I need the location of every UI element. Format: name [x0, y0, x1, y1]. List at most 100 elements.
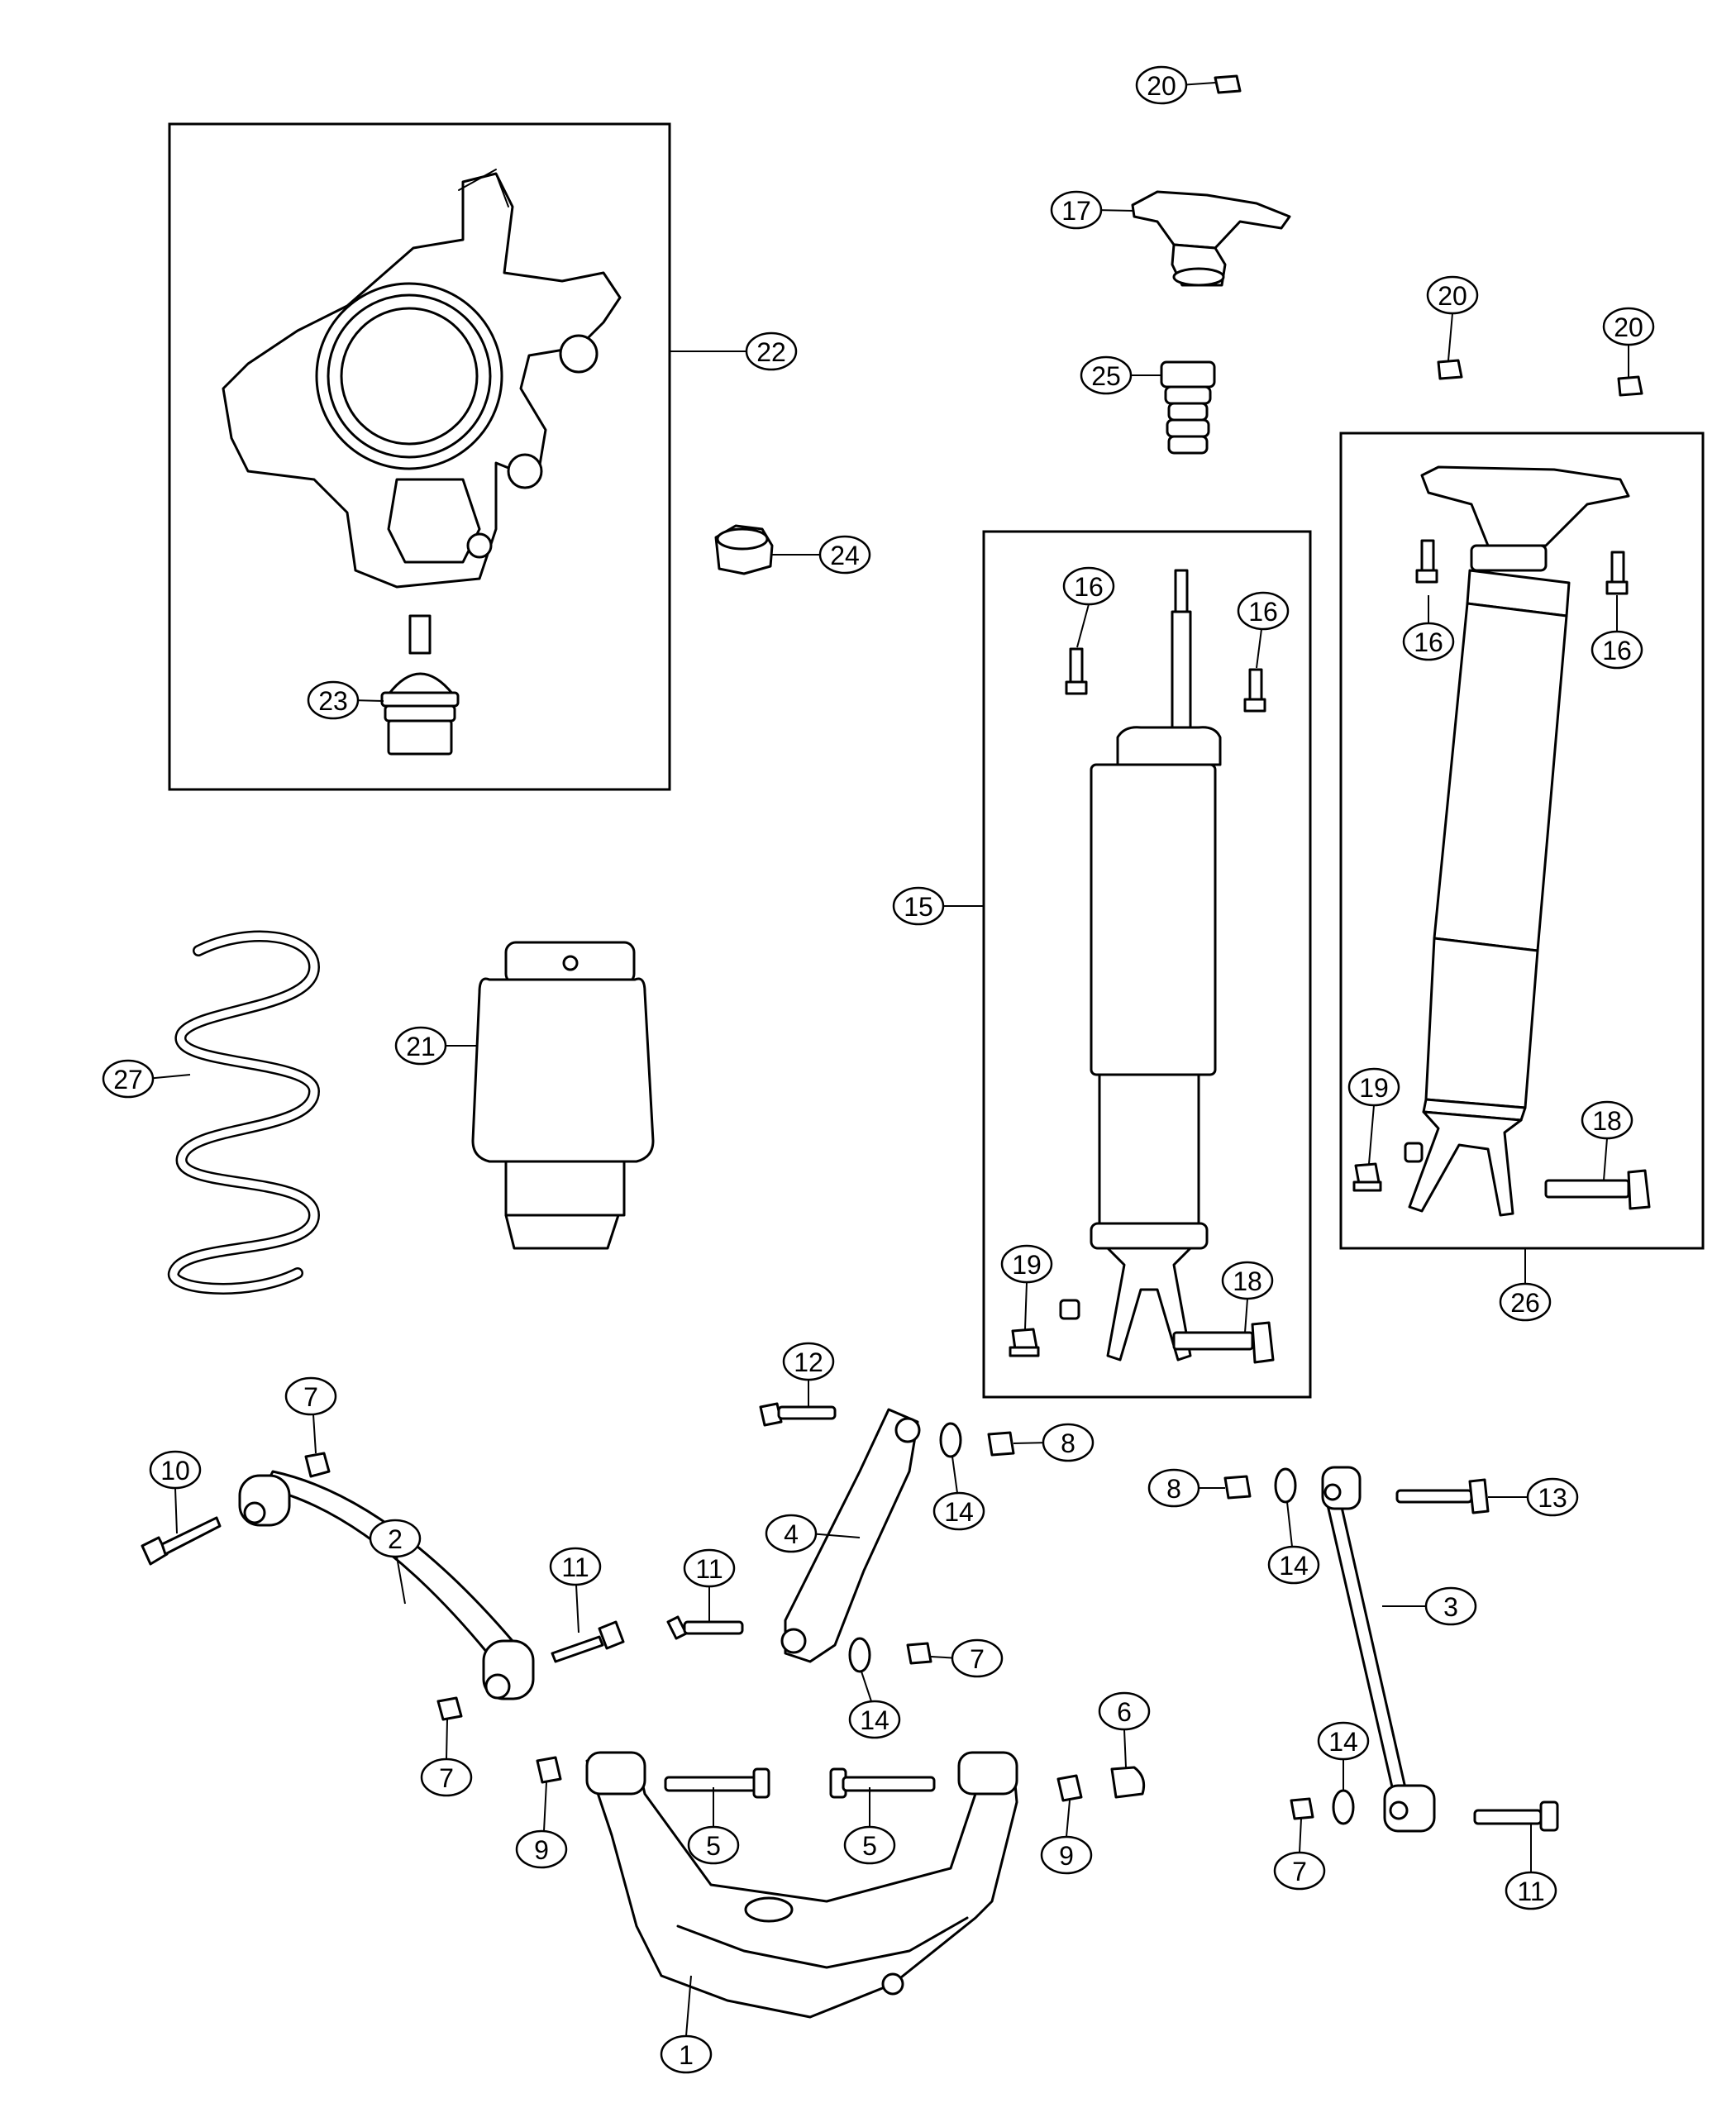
coil-spring — [168, 930, 321, 1295]
callout-c11a: 11 — [549, 1547, 602, 1633]
callout-circle — [1273, 1851, 1326, 1891]
callout-number: 16 — [1602, 636, 1632, 665]
nut-small-c — [1617, 375, 1643, 397]
washer-14-d — [1332, 1789, 1355, 1825]
callout-circle — [1050, 190, 1103, 230]
callout-number: 18 — [1592, 1106, 1622, 1136]
air-shock — [1404, 465, 1630, 1217]
callout-c9a: 9 — [515, 1781, 568, 1869]
callout-c19b: 19 — [1347, 1067, 1400, 1165]
shock-group-frame — [982, 530, 1312, 1399]
callout-circle — [369, 1519, 422, 1558]
callout-circle — [782, 1342, 835, 1381]
callout-number: 25 — [1091, 361, 1121, 391]
callout-number: 27 — [113, 1065, 143, 1095]
callout-leader-line — [1286, 1501, 1293, 1548]
callout-c13: 13 — [1488, 1477, 1579, 1517]
callout-number: 19 — [1359, 1073, 1389, 1103]
callout-c6: 6 — [1098, 1691, 1151, 1768]
callout-number: 16 — [1248, 597, 1278, 627]
callout-number: 9 — [1059, 1841, 1074, 1871]
nut-7-b — [436, 1696, 463, 1721]
callout-number: 7 — [1292, 1857, 1307, 1886]
callout-c7a: 7 — [284, 1376, 337, 1454]
callout-c22: 22 — [670, 331, 798, 371]
callout-number: 17 — [1061, 196, 1091, 226]
cap-6 — [1110, 1766, 1146, 1799]
callout-number: 20 — [1614, 312, 1643, 342]
knuckle — [222, 169, 622, 589]
callout-c7d: 7 — [1273, 1818, 1326, 1891]
callout-number: 14 — [1279, 1551, 1309, 1581]
callout-number: 8 — [1166, 1474, 1181, 1504]
bolt-11-a — [551, 1620, 625, 1663]
callout-circle — [549, 1547, 602, 1586]
callout-c14b: 14 — [848, 1671, 901, 1739]
callout-number: 4 — [784, 1519, 799, 1549]
nut-7-a — [304, 1452, 331, 1478]
nut-small-a — [1214, 74, 1242, 94]
callout-number: 14 — [944, 1497, 974, 1527]
callout-circle — [1098, 1691, 1151, 1731]
callout-number: 6 — [1117, 1697, 1132, 1727]
upper-mount — [1131, 190, 1291, 287]
callout-leader-line — [1368, 1104, 1375, 1165]
callout-circle — [1135, 65, 1188, 105]
callout-c19a: 19 — [1000, 1244, 1053, 1330]
callout-leader-line — [312, 1414, 317, 1454]
callout-c7c: 7 — [930, 1638, 1004, 1678]
callout-circle — [394, 1026, 447, 1066]
callout-number: 19 — [1012, 1250, 1042, 1280]
callout-number: 11 — [1517, 1877, 1544, 1906]
callout-leader-line — [808, 1533, 861, 1538]
flange-nut-a — [1009, 1328, 1040, 1357]
callout-circle — [1526, 1477, 1579, 1517]
callout-circle — [660, 2034, 713, 2074]
washer-14-b — [848, 1637, 871, 1673]
callout-leader-line — [951, 1456, 958, 1494]
callout-number: 5 — [862, 1831, 877, 1861]
callout-leader-line — [1123, 1729, 1127, 1768]
washer-14-a — [939, 1422, 962, 1458]
callout-circle — [307, 680, 360, 720]
jounce-bumper — [1160, 360, 1216, 455]
callout-number: 10 — [160, 1456, 190, 1486]
callout-c4: 4 — [765, 1514, 861, 1553]
bolt-small-c — [1415, 539, 1438, 584]
callout-circle — [149, 1450, 202, 1490]
callout-number: 13 — [1538, 1483, 1567, 1513]
callout-number: 16 — [1074, 572, 1104, 602]
bolt-small-d — [1605, 551, 1629, 595]
bolt-long-b — [1544, 1169, 1651, 1210]
callout-circle — [1591, 630, 1643, 670]
callout-circle — [1267, 1545, 1320, 1585]
callout-c17: 17 — [1050, 190, 1135, 230]
callout-c20a: 20 — [1135, 65, 1216, 105]
callout-c20b: 20 — [1426, 275, 1479, 361]
callout-circle — [1062, 566, 1115, 606]
bolt-small-a — [1065, 647, 1088, 695]
callout-c15: 15 — [892, 886, 984, 926]
callout-circle — [951, 1638, 1004, 1678]
callout-number: 16 — [1414, 627, 1443, 657]
callout-number: 3 — [1443, 1592, 1458, 1622]
nut-9-b — [1056, 1774, 1083, 1802]
callout-leader-line — [543, 1781, 547, 1832]
callout-circle — [683, 1548, 736, 1588]
callout-number: 7 — [970, 1644, 985, 1674]
bolt-10 — [141, 1516, 222, 1566]
callout-circle — [1042, 1423, 1095, 1462]
callout-circle — [102, 1059, 155, 1099]
callout-number: 9 — [534, 1835, 549, 1865]
callout-leader-line — [1299, 1818, 1302, 1853]
callout-number: 7 — [303, 1382, 318, 1412]
callout-leader-line — [1066, 1800, 1071, 1838]
nut-7-c — [906, 1642, 932, 1665]
callout-number: 14 — [860, 1705, 889, 1735]
lateral-link — [1321, 1466, 1436, 1833]
callout-circle — [765, 1514, 818, 1553]
callout-number: 7 — [439, 1763, 454, 1793]
callout-circle — [1000, 1244, 1053, 1284]
callout-leader-line — [1447, 312, 1453, 361]
